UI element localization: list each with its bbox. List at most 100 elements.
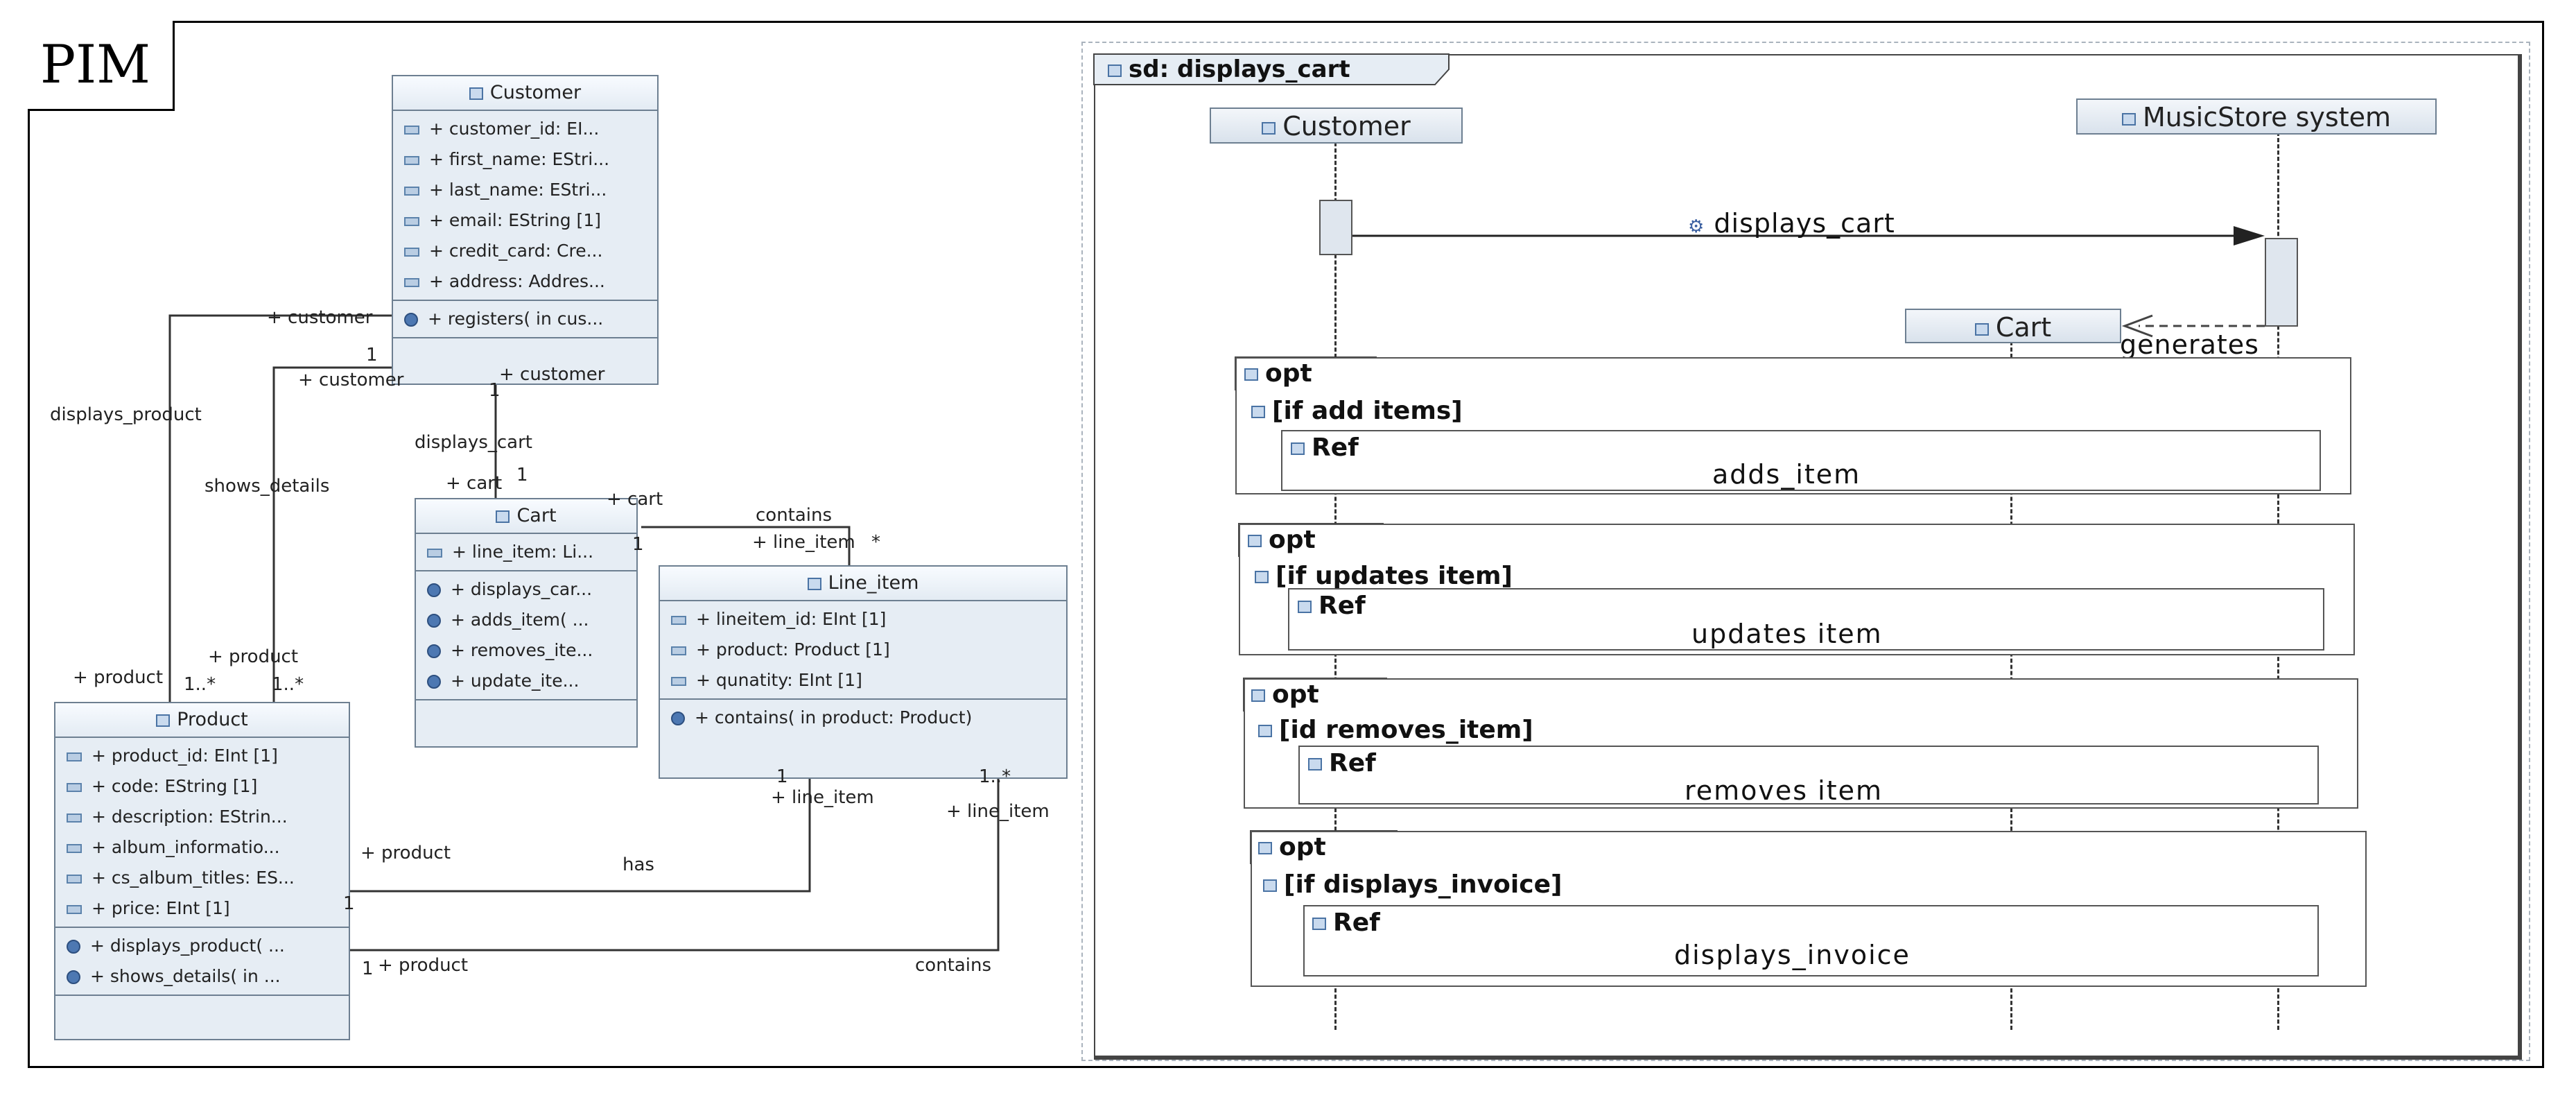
attribute-row[interactable]: + email: EString [1]: [393, 205, 657, 236]
assoc-has: [350, 777, 811, 893]
message-displays-cart-label: ⚙ displays_cart: [1688, 208, 1895, 239]
operation-row[interactable]: + registers( in cus...: [393, 304, 657, 334]
guard-icon: [1258, 725, 1272, 737]
operation-row[interactable]: + update_ite...: [416, 666, 636, 696]
attribute-icon: [671, 676, 686, 686]
lifeline-system[interactable]: MusicStore system: [2076, 98, 2437, 135]
class-customer-attributes: + customer_id: EI... + first_name: EStri…: [393, 111, 657, 301]
assoc-label: + line_item: [771, 787, 874, 808]
ref-fragment[interactable]: [1281, 430, 2321, 491]
attribute-icon: [404, 186, 419, 196]
fragment-operator: opt: [1251, 680, 1319, 709]
class-line-item[interactable]: Line_item + lineitem_id: EInt [1] + prod…: [659, 565, 1068, 779]
attribute-text: + qunatity: EInt [1]: [696, 670, 862, 690]
class-cart-name: Cart: [516, 505, 557, 526]
attribute-row[interactable]: + album_informatio...: [55, 832, 349, 863]
operation-icon: [427, 583, 441, 597]
assoc-label: + line_item: [752, 532, 855, 553]
fragment-icon: [1258, 842, 1272, 854]
opt-fragment[interactable]: [1239, 524, 2355, 655]
assoc-mult: 1: [362, 958, 374, 979]
fragment-icon: [1244, 368, 1258, 381]
operation-icon: [67, 970, 80, 984]
operation-row[interactable]: + removes_ite...: [416, 635, 636, 666]
ref-name: displays_invoice: [1674, 940, 1911, 970]
attribute-row[interactable]: + description: EStrin...: [55, 802, 349, 832]
attribute-row[interactable]: + cs_album_titles: ES...: [55, 863, 349, 893]
class-product-header: Product: [55, 703, 349, 738]
attribute-icon: [67, 813, 82, 823]
ref-fragment[interactable]: [1303, 905, 2319, 976]
class-icon: [156, 714, 171, 727]
attribute-text: + line_item: Li...: [452, 542, 594, 562]
operation-text: + update_ite...: [451, 671, 580, 691]
fragment-operator: opt: [1248, 526, 1316, 554]
attribute-row[interactable]: + customer_id: EI...: [393, 114, 657, 144]
attribute-row[interactable]: + first_name: EStri...: [393, 144, 657, 175]
attribute-row[interactable]: + product_id: EInt [1]: [55, 741, 349, 771]
attribute-icon: [67, 843, 82, 853]
attribute-text: + cs_album_titles: ES...: [92, 868, 295, 888]
attribute-row[interactable]: + lineitem_id: EInt [1]: [660, 604, 1066, 635]
class-cart-header: Cart: [416, 499, 636, 534]
assoc-label: + product: [73, 667, 164, 688]
lifeline-cart[interactable]: Cart: [1905, 309, 2121, 343]
attribute-icon: [404, 216, 419, 226]
operation-icon: [427, 675, 441, 689]
sequence-frame: [1094, 54, 2522, 1060]
attribute-row[interactable]: + qunatity: EInt [1]: [660, 665, 1066, 696]
operation-row[interactable]: + displays_car...: [416, 574, 636, 605]
message-icon: ⚙: [1688, 216, 1705, 237]
opt-fragment[interactable]: [1235, 357, 2351, 494]
lifeline-customer[interactable]: Customer: [1210, 107, 1463, 144]
attribute-text: + first_name: EStri...: [429, 149, 610, 169]
operation-row[interactable]: + shows_details( in ...: [55, 961, 349, 992]
class-product[interactable]: Product + product_id: EInt [1] + code: E…: [54, 702, 350, 1040]
fragment-guard: [if updates item]: [1255, 562, 1513, 590]
assoc-mult: 1: [776, 766, 788, 787]
operation-row[interactable]: + adds_item( ...: [416, 605, 636, 635]
fragment-operator: opt: [1258, 833, 1326, 861]
assoc-contains-top: [641, 526, 851, 565]
attribute-text: + credit_card: Cre...: [429, 241, 603, 261]
attribute-row[interactable]: + credit_card: Cre...: [393, 236, 657, 266]
assoc-label: shows_details: [204, 476, 330, 497]
assoc-label: + product: [378, 955, 469, 976]
assoc-displays-product: [168, 314, 392, 702]
opt-fragment[interactable]: [1244, 678, 2358, 809]
assoc-label: displays_cart: [415, 432, 532, 453]
operation-text: + displays_product( ...: [90, 936, 285, 956]
attribute-icon: [671, 615, 686, 625]
assoc-mult: 1..*: [272, 674, 304, 695]
ref-name: adds_item: [1712, 459, 1861, 490]
class-line-item-operations: + contains( in product: Product): [660, 700, 1066, 736]
attribute-row[interactable]: + last_name: EStri...: [393, 175, 657, 205]
class-product-name: Product: [177, 709, 248, 730]
opt-fragment[interactable]: [1251, 831, 2367, 987]
attribute-row[interactable]: + line_item: Li...: [416, 537, 636, 567]
class-customer-header: Customer: [393, 76, 657, 111]
class-cart[interactable]: Cart + line_item: Li... + displays_car..…: [415, 498, 638, 748]
attribute-text: + lineitem_id: EInt [1]: [696, 609, 887, 629]
operation-row[interactable]: + contains( in product: Product): [660, 703, 1066, 733]
class-customer[interactable]: Customer + customer_id: EI... + first_na…: [392, 75, 659, 385]
assoc-mult: *: [871, 532, 880, 553]
assoc-label: + product: [360, 843, 451, 863]
attribute-icon: [404, 125, 419, 135]
operation-row[interactable]: + displays_product( ...: [55, 931, 349, 961]
ref-fragment[interactable]: [1288, 588, 2324, 651]
attribute-icon: [404, 247, 419, 257]
assoc-label: contains: [756, 505, 833, 526]
attribute-icon: [67, 874, 82, 884]
assoc-label: + cart: [607, 489, 663, 510]
attribute-row[interactable]: + product: Product [1]: [660, 635, 1066, 665]
operation-icon: [427, 614, 441, 628]
operation-text: + shows_details( in ...: [90, 966, 281, 986]
attribute-row[interactable]: + price: EInt [1]: [55, 893, 349, 924]
attribute-row[interactable]: + code: EString [1]: [55, 771, 349, 802]
lifeline-icon: [2121, 112, 2136, 126]
ref-fragment[interactable]: [1298, 746, 2319, 804]
attribute-row[interactable]: + address: Addres...: [393, 266, 657, 297]
attribute-icon: [404, 155, 419, 165]
operation-text: + removes_ite...: [451, 640, 593, 660]
